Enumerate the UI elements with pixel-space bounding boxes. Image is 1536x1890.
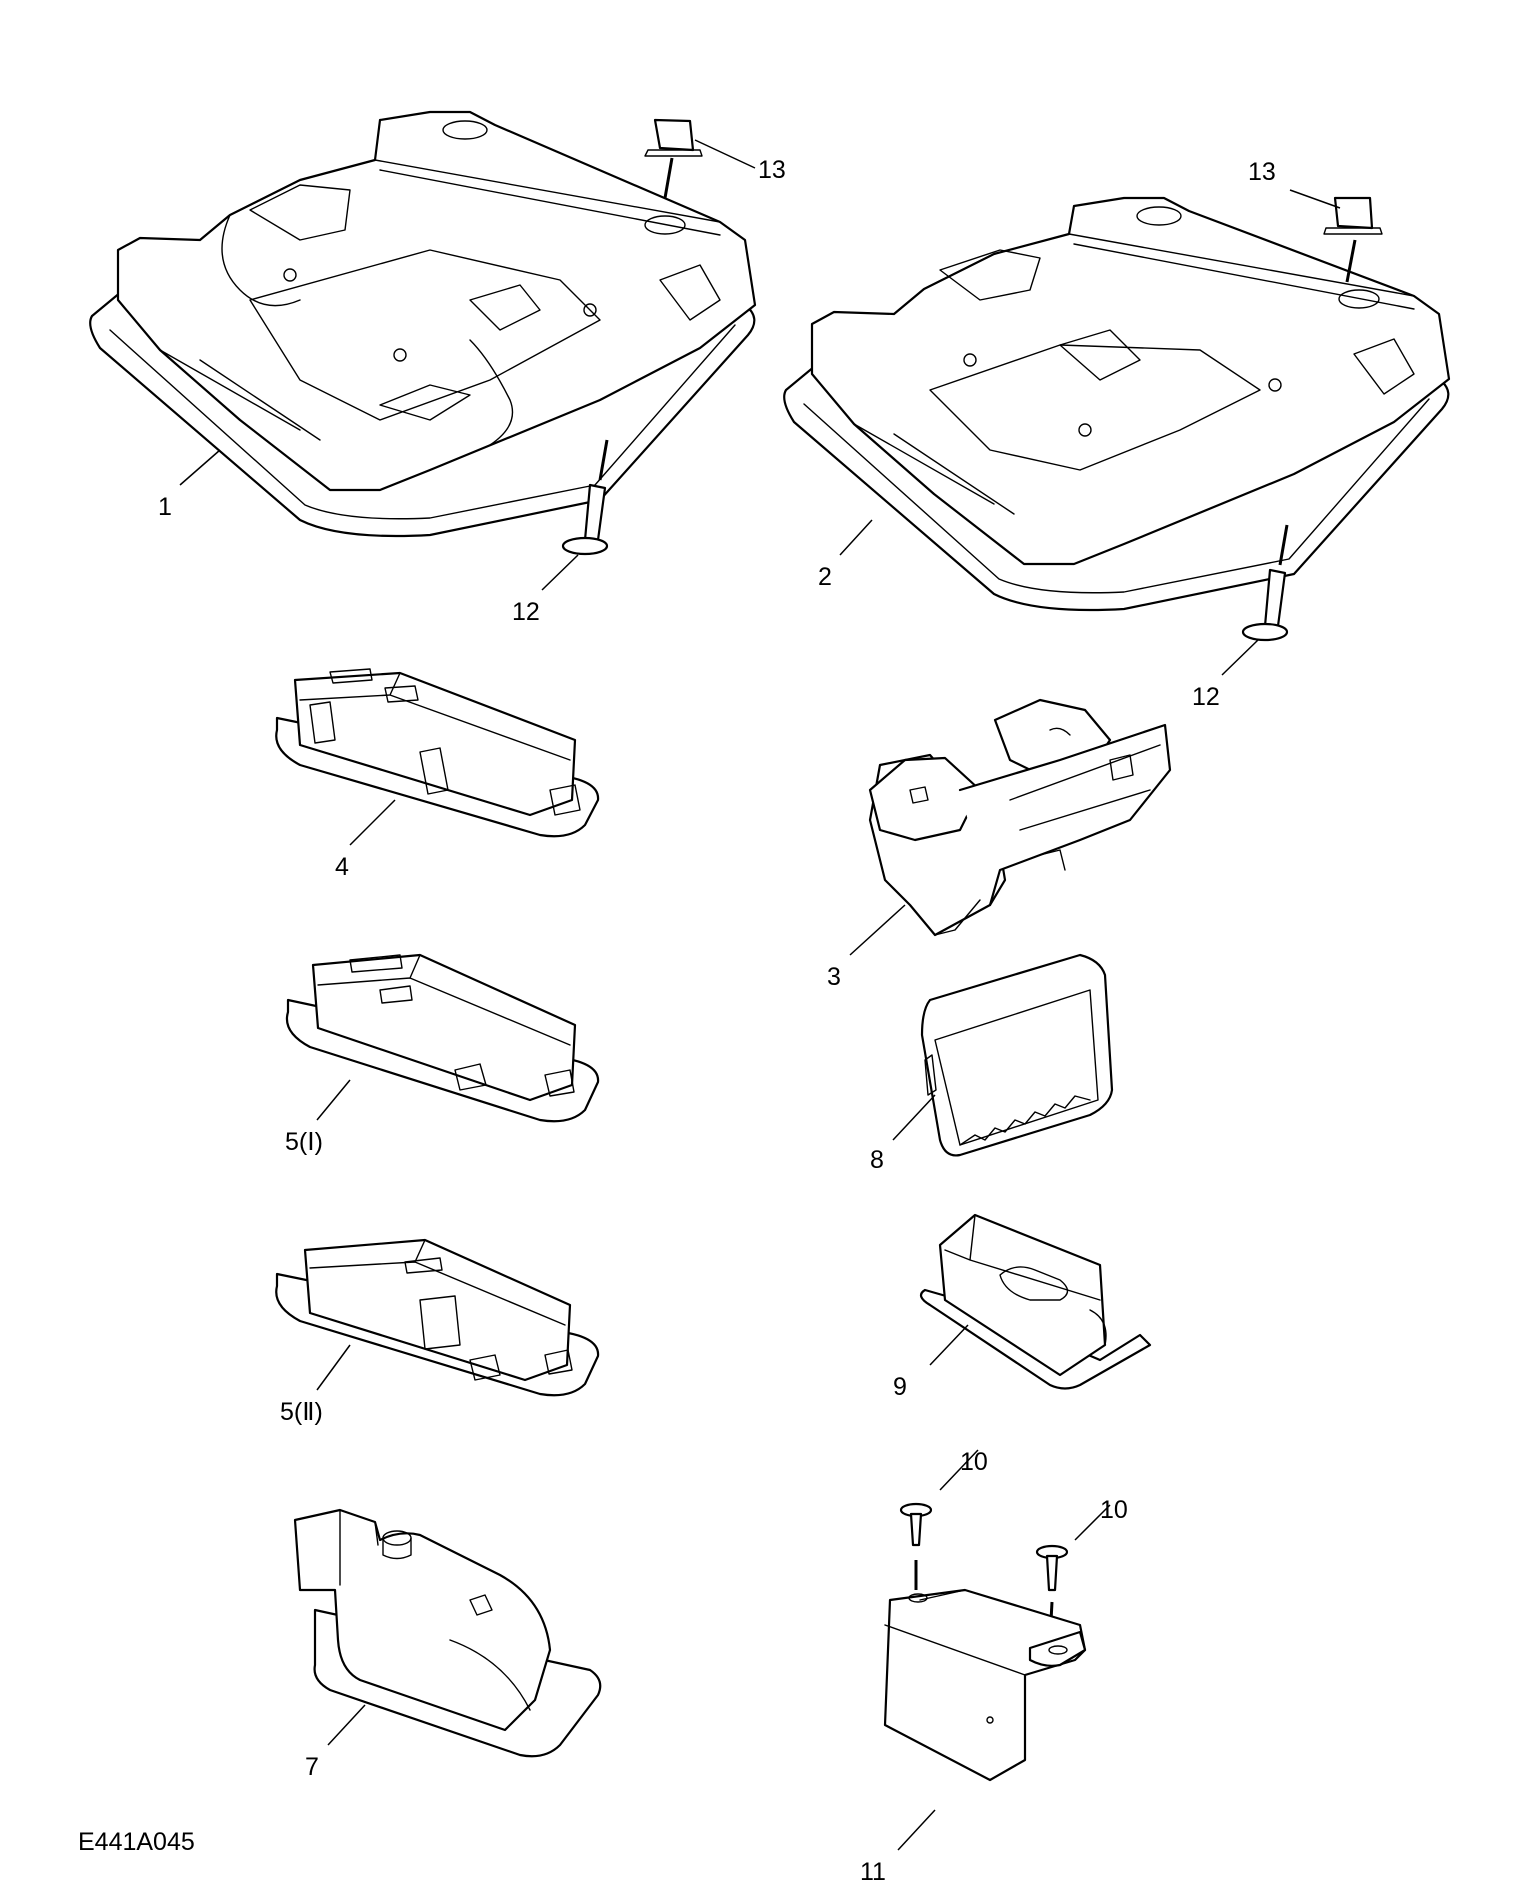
part-8-lens [920, 953, 1114, 1157]
callout-8: 8 [870, 1146, 884, 1174]
callout-10-left: 10 [960, 1448, 988, 1476]
callout-10-right: 10 [1100, 1496, 1128, 1524]
part-11-control-module [883, 1588, 1087, 1782]
callout-9: 9 [893, 1373, 907, 1401]
callout-13-right: 13 [1248, 158, 1276, 186]
callout-4: 4 [335, 853, 349, 881]
callout-11: 11 [860, 1858, 886, 1886]
part-2-overhead-console [783, 196, 1451, 612]
part-5-ii-lamp [275, 1238, 600, 1397]
part-7-lamp [293, 1508, 602, 1758]
part-4-map-lamp [275, 668, 600, 838]
callout-2: 2 [818, 563, 832, 591]
part-13-clip-right [1323, 196, 1383, 283]
part-5-i-lamp [285, 953, 600, 1123]
figure-code: E441A045 [78, 1828, 195, 1856]
callout-12-right: 12 [1192, 683, 1220, 711]
part-12-pin-right [1241, 524, 1289, 642]
callout-13-left: 13 [758, 156, 786, 184]
part-13-clip-left [644, 118, 703, 199]
part-9-lamp-housing [919, 1213, 1152, 1390]
callouts: 1 2 3 4 5(Ⅰ) 5(Ⅱ) 7 8 9 10 10 11 12 12 1… [158, 156, 1276, 1886]
callout-5-i: 5(Ⅰ) [285, 1128, 323, 1156]
part-1-overhead-console [89, 110, 757, 538]
part-10-screw-right [1035, 1544, 1069, 1641]
callout-1: 1 [158, 493, 172, 521]
part-3-switch-pack [868, 698, 1172, 937]
callout-7: 7 [305, 1753, 319, 1781]
callout-12-left: 12 [512, 598, 540, 626]
callout-3: 3 [827, 963, 841, 991]
part-10-screw-left [899, 1502, 933, 1590]
callout-5-ii: 5(Ⅱ) [280, 1398, 323, 1426]
leader-lines [179, 139, 1341, 1851]
part-12-pin-left [561, 439, 609, 556]
